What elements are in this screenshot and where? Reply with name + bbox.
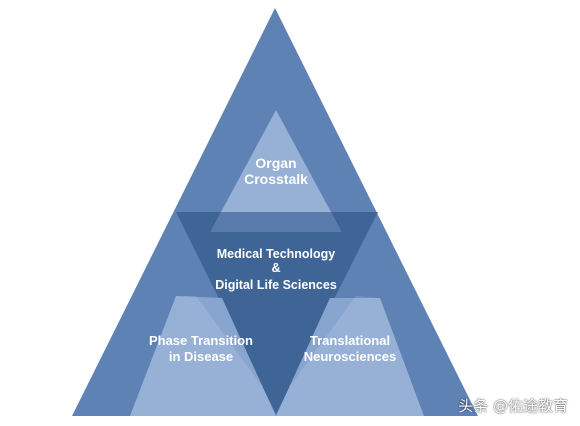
left-label-line-1: Phase Transition <box>149 333 253 348</box>
right-inner-overlap <box>290 296 380 386</box>
center-label-line-2: & <box>271 261 280 275</box>
center-band <box>176 212 378 414</box>
right-label-line-2: Neurosciences <box>304 349 397 364</box>
center-label-line-1: Medical Technology <box>217 247 336 261</box>
top-label-line-1: Organ <box>255 155 296 171</box>
top-inner-triangle <box>221 110 331 212</box>
left-inner-triangle <box>130 296 276 416</box>
left-inner-overlap <box>176 296 262 386</box>
center-label-line-3: Digital Life Sciences <box>215 278 337 292</box>
top-inner-triangle-base <box>210 212 342 232</box>
watermark-text: 头条 @佑途教育 <box>458 397 568 415</box>
top-label-line-2: Crosstalk <box>244 171 308 187</box>
right-inner-triangle <box>276 298 424 416</box>
left-label-line-2: in Disease <box>169 349 233 364</box>
right-label-line-1: Translational <box>310 333 390 348</box>
